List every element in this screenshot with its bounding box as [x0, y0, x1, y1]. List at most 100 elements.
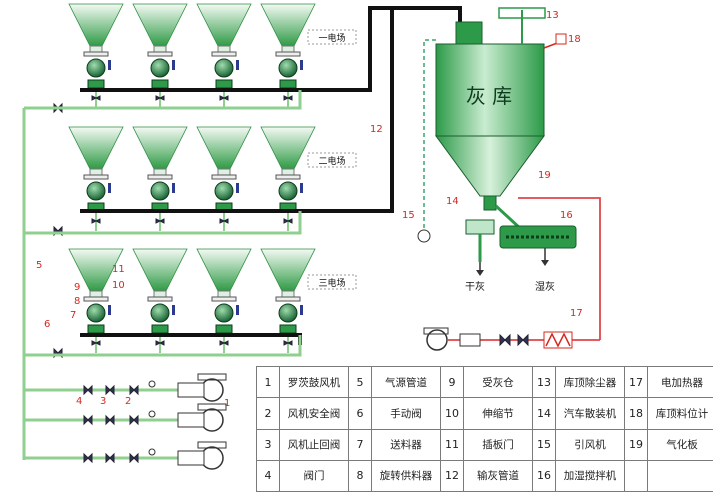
- legend-name: 送料器: [371, 428, 441, 461]
- heater-line-valves: [499, 333, 529, 347]
- callout-16: 16: [560, 210, 573, 221]
- legend-name: 受灰仓: [463, 365, 533, 399]
- pipe-valve: [83, 384, 93, 396]
- callout-3: 3: [100, 396, 106, 407]
- hopper-row: 二电场: [53, 126, 357, 237]
- ash-hopper: [260, 126, 316, 231]
- legend-number: 14: [532, 397, 556, 430]
- callout-12: 12: [370, 124, 383, 135]
- plant-label: 二电场: [318, 155, 345, 167]
- legend-name: 库顶除尘器: [555, 365, 625, 399]
- ash-hopper: [260, 248, 316, 353]
- legend-number: 9: [440, 365, 464, 399]
- ash-hopper: [196, 126, 252, 231]
- legend-name: 输灰管道: [463, 459, 533, 493]
- heater-blower: [423, 327, 481, 351]
- ash-hopper: [132, 248, 188, 353]
- ash-conveying-pipe-air: [58, 90, 302, 357]
- legend-number: 2: [256, 397, 280, 430]
- callout-2: 2: [125, 396, 131, 407]
- callout-17: 17: [570, 308, 583, 319]
- legend-name: 风机止回阀: [279, 428, 349, 461]
- silo-title: 灰 库: [466, 84, 512, 108]
- legend-name: 电加热器: [647, 365, 713, 399]
- plant-label-box: [307, 29, 357, 45]
- legend-number: 7: [348, 428, 372, 461]
- outlet-wet-label: 湿灰: [535, 280, 555, 293]
- callout-15: 15: [402, 210, 415, 221]
- callout-7: 7: [70, 310, 76, 321]
- roots-blower: [83, 373, 227, 402]
- callout-9: 9: [74, 282, 80, 293]
- legend-name: 气源管道: [371, 365, 441, 399]
- electric-heater: [543, 331, 573, 349]
- plant-label: 三电场: [318, 277, 345, 289]
- pipe-valve: [105, 452, 115, 464]
- hopper-row: 一电场: [53, 3, 357, 114]
- legend-number: 18: [624, 397, 648, 430]
- legend-number: 11: [440, 428, 464, 461]
- legend-name: 插板门: [463, 428, 533, 461]
- legend-name: [647, 459, 713, 493]
- plant-label: 一电场: [318, 32, 345, 44]
- legend-number: 1: [256, 365, 280, 399]
- pipe-valve: [83, 452, 93, 464]
- hopper-row: 三电场: [53, 248, 357, 359]
- truck-bulk-loader: [465, 219, 495, 276]
- plant-label-box: [307, 152, 357, 168]
- exhaust-fan: [417, 229, 431, 243]
- pipe-valve: [105, 384, 115, 396]
- ash-silo: [435, 7, 567, 211]
- legend-number: 8: [348, 459, 372, 493]
- legend-name: 伸缩节: [463, 397, 533, 430]
- ash-conveying-pipes: [80, 6, 462, 345]
- humidifying-mixer: [494, 204, 577, 266]
- pipe-valve: [105, 414, 115, 426]
- legend-number: 17: [624, 365, 648, 399]
- legend-name: 手动阀: [371, 397, 441, 430]
- callout-8: 8: [74, 296, 80, 307]
- callout-10: 10: [112, 280, 125, 291]
- legend-name: 引风机: [555, 428, 625, 461]
- legend-number: 4: [256, 459, 280, 493]
- callout-18: 18: [568, 34, 581, 45]
- pipe-valve: [83, 414, 93, 426]
- ash-hopper: [68, 248, 124, 353]
- legend-number: 3: [256, 428, 280, 461]
- callout-19: 19: [538, 170, 551, 181]
- ash-hopper: [196, 3, 252, 108]
- legend-number: 10: [440, 397, 464, 430]
- legend-number: 5: [348, 365, 372, 399]
- roots-blower: [83, 441, 227, 470]
- legend-number: 13: [532, 365, 556, 399]
- callout-1: 1: [224, 398, 230, 409]
- legend-name: 旋转供料器: [371, 459, 441, 493]
- legend-name: 库顶料位计: [647, 397, 713, 430]
- callout-5: 5: [36, 260, 42, 271]
- outlet-dry-label: 干灰: [465, 280, 485, 293]
- legend-number: 12: [440, 459, 464, 493]
- pipe-valve: [129, 414, 139, 426]
- callout-13: 13: [546, 10, 559, 21]
- legend-name: 汽车散装机: [555, 397, 625, 430]
- ash-hopper: [68, 3, 124, 108]
- legend-number: 15: [532, 428, 556, 461]
- callout-14: 14: [446, 196, 459, 207]
- pipe-valve: [129, 384, 139, 396]
- ash-hopper: [132, 126, 188, 231]
- ash-hopper: [260, 3, 316, 108]
- callout-4: 4: [76, 396, 82, 407]
- ash-hopper: [132, 3, 188, 108]
- legend-number: 19: [624, 428, 648, 461]
- legend-name: 气化板: [647, 428, 713, 461]
- plant-label-box: [307, 274, 357, 290]
- legend-number: [624, 459, 648, 493]
- legend-name: 加湿搅拌机: [555, 459, 625, 493]
